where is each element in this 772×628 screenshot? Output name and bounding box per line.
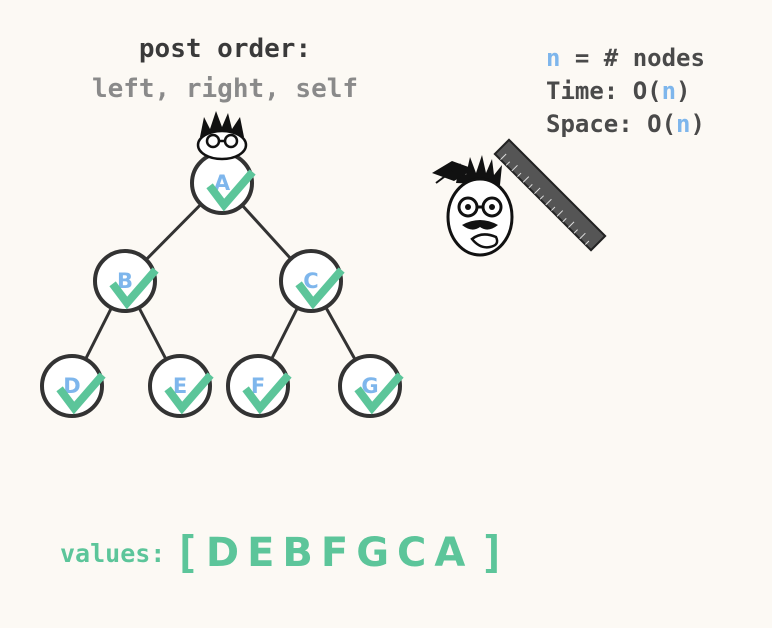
- complexity-notes: n = # nodes Time: O(n) Space: O(n): [546, 42, 705, 141]
- tree-node-G: G: [338, 354, 404, 418]
- checkmark-icon: [206, 169, 256, 212]
- node-circle: [148, 354, 212, 418]
- values-sequence: DEBFGCA: [205, 530, 474, 576]
- tree-node-C: C: [279, 249, 345, 313]
- checkmark-icon: [164, 372, 214, 415]
- checkmark-icon: [354, 372, 404, 415]
- values-label: values:: [60, 538, 166, 568]
- node-label: A: [214, 171, 231, 195]
- node-circle: [338, 354, 402, 418]
- node-label: C: [303, 269, 318, 293]
- checkmark-icon: [56, 372, 106, 415]
- tree-node-E: E: [148, 354, 214, 418]
- space-complexity: Space: O(n): [546, 110, 705, 138]
- node-label: F: [251, 374, 265, 398]
- node-circle: [93, 249, 157, 313]
- checkmark-icon: [242, 372, 292, 415]
- tree-node-B: B: [93, 249, 159, 313]
- tree-node-A: A: [190, 151, 256, 215]
- node-label: B: [117, 269, 133, 293]
- node-circle: [279, 249, 343, 313]
- tree-node-F: F: [226, 354, 292, 418]
- tree-node-D: D: [40, 354, 106, 418]
- diagram-title: post order:: [138, 34, 312, 64]
- node-circle: [226, 354, 290, 418]
- time-complexity: Time: O(n): [546, 77, 691, 105]
- values-open-bracket: [: [173, 527, 200, 578]
- values-close-bracket: ]: [479, 527, 506, 578]
- diagram-subtitle: left, right, self: [91, 74, 359, 104]
- checkmark-icon: [295, 267, 345, 310]
- node-label: E: [173, 374, 187, 398]
- node-label: G: [361, 374, 378, 398]
- values-output: values: [ DEBFGCA ]: [60, 530, 506, 576]
- tree-nodes: A B C D E F G: [40, 151, 404, 418]
- node-label: D: [63, 374, 80, 398]
- n-definition: n = # nodes: [546, 44, 705, 72]
- professor-ruler-icon: [432, 138, 607, 257]
- current-node-marker-icon: [196, 111, 248, 161]
- node-circle: [40, 354, 104, 418]
- checkmark-icon: [109, 267, 159, 310]
